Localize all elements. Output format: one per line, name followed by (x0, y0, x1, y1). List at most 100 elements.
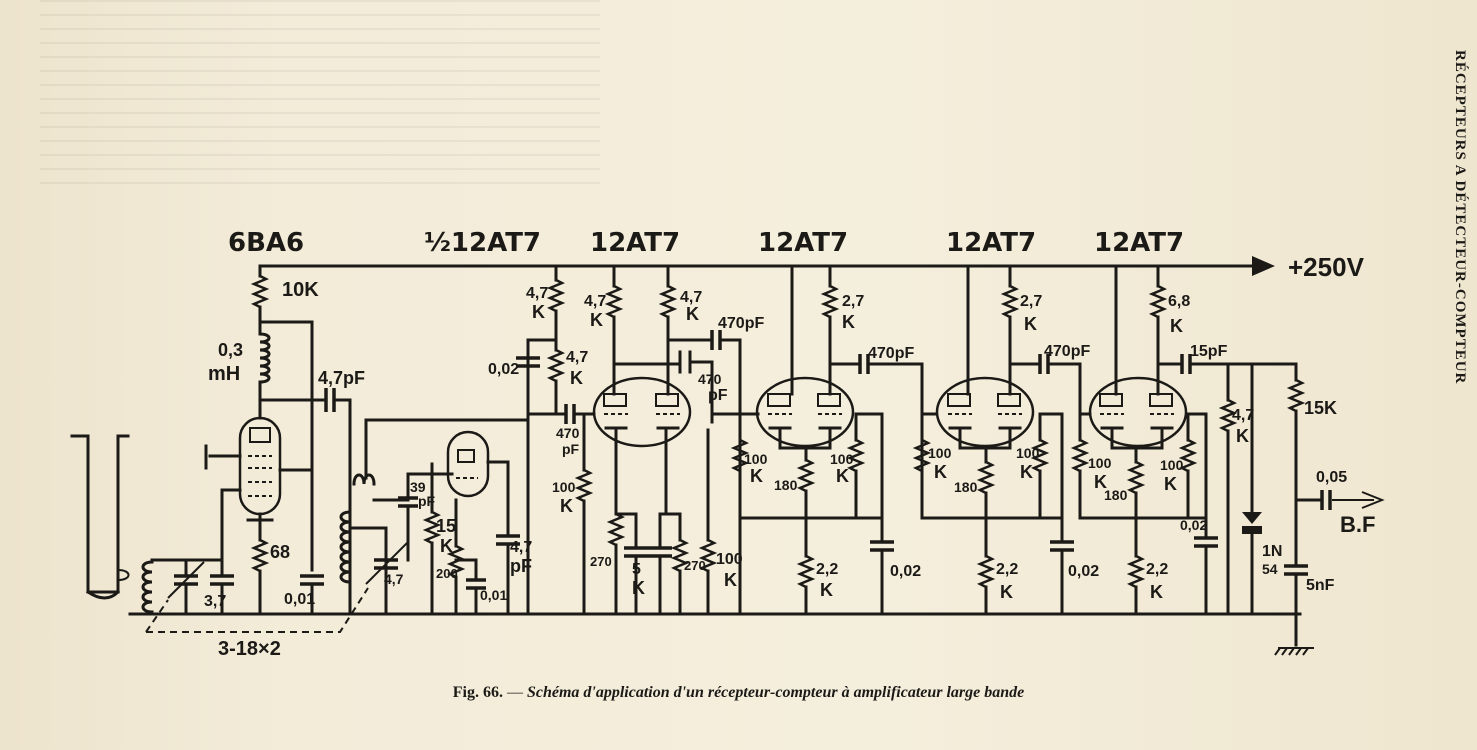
tube-label-12at7-b: 12AT7 (758, 228, 848, 258)
plate-6ba6: 10K 0,3 mH 4,7pF 68 0,01 (208, 264, 365, 616)
tube-label-half-12at7: ½12AT7 (424, 228, 541, 258)
label-100k-e2: K (934, 462, 947, 482)
caption-text: Schéma d'application d'un récepteur-comp… (526, 684, 1025, 701)
input-tuned-circuit: 3,7 (141, 558, 234, 616)
label-27k-a2: K (842, 312, 855, 332)
tube-label-12at7-c: 12AT7 (946, 228, 1036, 258)
output-detector: 4,7 K 15K 0,05 1N 54 5nF (1218, 362, 1385, 616)
label-22k-b: 2,2 (996, 561, 1018, 578)
label-15k-out: 15K (1304, 398, 1337, 418)
frame-antenna (70, 434, 130, 600)
label-47k-c: 4,7 (584, 293, 606, 310)
label-100k-h: 100 (1160, 457, 1184, 473)
label-002c: 0,02 (1068, 563, 1099, 580)
tube-12at7-b: 2,7 K 470pF 100 K 180 100 K 2,2 K 0,02 (730, 264, 924, 616)
label-180c: 180 (1104, 487, 1128, 503)
label-68k: 6,8 (1168, 293, 1190, 310)
label-180b: 180 (954, 479, 978, 495)
tube-label-12at7-a: 12AT7 (590, 228, 680, 258)
b-plus-rail (258, 256, 1275, 276)
label-47k-e: 4,7 (1232, 407, 1254, 424)
label-39pf: pF (418, 493, 436, 509)
label-5k2: K (632, 578, 645, 598)
caption-dash: — (506, 684, 523, 701)
detector-stage: 39 pF 15 K 200 4,7 0,01 4,7 pF (339, 358, 532, 616)
label-diode-2: 54 (1262, 561, 1278, 577)
label-270a: 270 (590, 554, 612, 569)
label-002d: 0,02 (1180, 517, 1207, 533)
label-47pf-a: 4,7 (510, 539, 532, 556)
label-470a2: pF (562, 441, 580, 457)
label-47k-d: 4,7 (680, 289, 702, 306)
tube-label-12at7-d: 12AT7 (1094, 228, 1184, 258)
label-10k: 10K (282, 279, 319, 301)
label-47k-b: 4,7 (566, 349, 588, 366)
label-mh: mH (208, 363, 240, 385)
label-100k-g: 100 (1088, 455, 1112, 471)
label-270b: 270 (684, 558, 706, 573)
ground-rail (128, 612, 1314, 656)
label-47var: 4,7 (384, 571, 404, 587)
label-100k-f: 100 (1016, 445, 1040, 461)
label-100k-f2: K (1020, 462, 1033, 482)
label-15: 15 (436, 516, 456, 536)
label-5k: 5 (632, 561, 641, 578)
label-15pf: 15pF (1190, 343, 1228, 360)
label-470c2: pF (708, 387, 728, 404)
label-100k-a: 100 (552, 479, 576, 495)
tube-12at7-d: 6,8 K 15pF 100 K 180 100 K 2,2 K 0,02 (1070, 264, 1298, 616)
figure-caption: Fig. 66. — Schéma d'application d'un réc… (0, 684, 1477, 702)
label-47k-a: 4,7 (526, 285, 548, 302)
label-002b: 0,02 (890, 563, 921, 580)
label-22k-c2: K (1150, 582, 1163, 602)
label-100k-b: 100 (716, 551, 743, 568)
gang-link: 3-18×2 (145, 587, 369, 660)
label-68k2: K (1170, 316, 1183, 336)
bleed-through-text (40, 0, 600, 185)
label-100k-d2: K (836, 466, 849, 486)
label-c37: 3,7 (204, 593, 226, 610)
label-470c1: 470 (698, 371, 722, 387)
label-005: 0,05 (1316, 469, 1347, 486)
tube-12at7-c: 2,7 K 470pF 100 K 180 100 K 2,2 K 0,02 (912, 264, 1099, 616)
figure-number: Fig. 66. (452, 684, 503, 701)
label-47pf: 4,7pF (318, 368, 365, 388)
label-gang-cap: 3-18×2 (218, 638, 281, 660)
label-22k-c: 2,2 (1146, 561, 1168, 578)
label-15k: K (440, 536, 453, 556)
tube-label-6ba6: 6BA6 (228, 228, 304, 258)
label-47k-d2: K (686, 304, 699, 324)
tube-12at7-a: 4,7 K 4,7 K 470pF 470 pF 270 5 K 270 100… (584, 264, 764, 616)
label-5nf: 5nF (1306, 577, 1335, 594)
label-470d: 470pF (868, 345, 914, 362)
label-100k-e: 100 (928, 445, 952, 461)
label-100k-d: 100 (830, 451, 854, 467)
label-001b: 0,01 (480, 587, 507, 603)
label-470b: 470pF (718, 315, 764, 332)
label-47k-b2: K (570, 368, 583, 388)
label-22k-a: 2,2 (816, 561, 838, 578)
label-27k-a: 2,7 (842, 293, 864, 310)
label-47k-c2: K (590, 310, 603, 330)
output-label: B.F (1340, 512, 1375, 537)
label-39: 39 (410, 479, 426, 495)
label-diode-1: 1N (1262, 543, 1282, 560)
label-47k-a2: K (532, 302, 545, 322)
label-27k-b2: K (1024, 314, 1037, 334)
label-100k-h2: K (1164, 474, 1177, 494)
label-47k-e2: K (1236, 426, 1249, 446)
running-header: RÉCEPTEURS A DÉTECTEUR-COMPTEUR (1452, 50, 1468, 385)
supply-label: +250V (1288, 252, 1365, 282)
label-470e: 470pF (1044, 343, 1090, 360)
label-001a: 0,01 (284, 591, 315, 608)
detector-plate-network: 4,7 K 0,02 4,7 K 470 pF 100 K (488, 264, 596, 616)
label-200: 200 (436, 566, 458, 581)
label-100k-b2: K (724, 570, 737, 590)
label-l03: 0,3 (218, 340, 243, 360)
label-22k-b2: K (1000, 582, 1013, 602)
label-100k-g2: K (1094, 472, 1107, 492)
label-180a: 180 (774, 477, 798, 493)
label-470a1: 470 (556, 425, 580, 441)
label-68: 68 (270, 542, 290, 562)
